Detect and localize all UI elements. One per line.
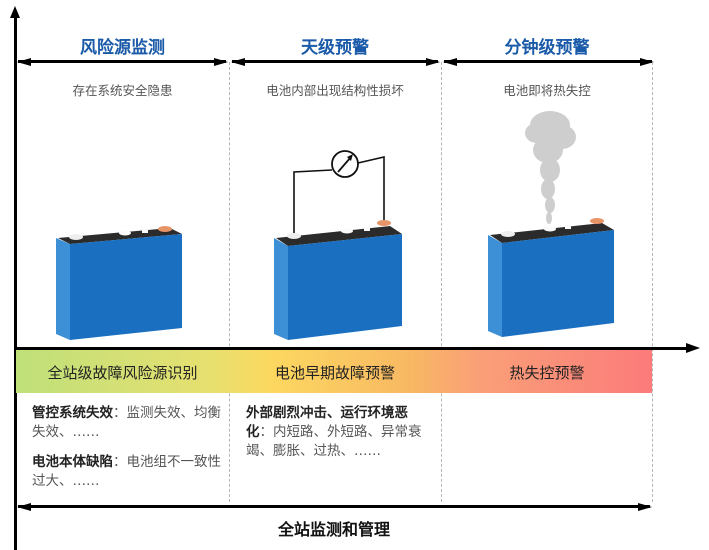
smoke-icon [525, 111, 576, 224]
bottom-title: 全站监测和管理 [277, 520, 390, 539]
vertical-axis-arrow-icon [10, 6, 20, 18]
band-label-station-risk: 全站级故障风险源识别 [47, 364, 198, 382]
battery-cell-icon-with-meter [274, 150, 402, 340]
phase-description-2: 电池内部出现结构性损坏 [266, 83, 404, 98]
column-divider-1 [229, 62, 230, 502]
column-divider-3 [652, 62, 653, 502]
battery-cell-icon-smoking [488, 111, 614, 337]
phase-title-minute-warning: 分钟级预警 [504, 38, 590, 58]
time-axis [16, 347, 688, 350]
phase-title-risk-monitoring: 风险源监测 [80, 38, 165, 58]
band-label-thermal-runaway: 热失控预警 [509, 364, 585, 382]
band-label-early-fault: 电池早期故障预警 [274, 364, 395, 382]
column-divider-2 [441, 62, 442, 502]
phase-description-3: 电池即将热失控 [503, 83, 591, 98]
detail-battery-defect: 电池本体缺陷：电池组不一致性过大、…… [32, 454, 221, 489]
phase-title-day-warning: 天级预警 [301, 38, 369, 58]
detail-external-impact: 外部剧烈冲击、运行环境恶化：内短路、外短路、异常衰竭、膨胀、过热、…… [246, 405, 422, 459]
battery-cell-icon-normal [56, 226, 182, 340]
vertical-axis [14, 12, 17, 550]
time-axis-arrow-icon [686, 343, 700, 353]
phase-description-1: 存在系统安全隐患 [72, 83, 173, 98]
warning-level-gradient-band [16, 350, 652, 393]
detail-control-system-failure: 管控系统失效：监测失效、均衡失效、…… [32, 405, 221, 440]
